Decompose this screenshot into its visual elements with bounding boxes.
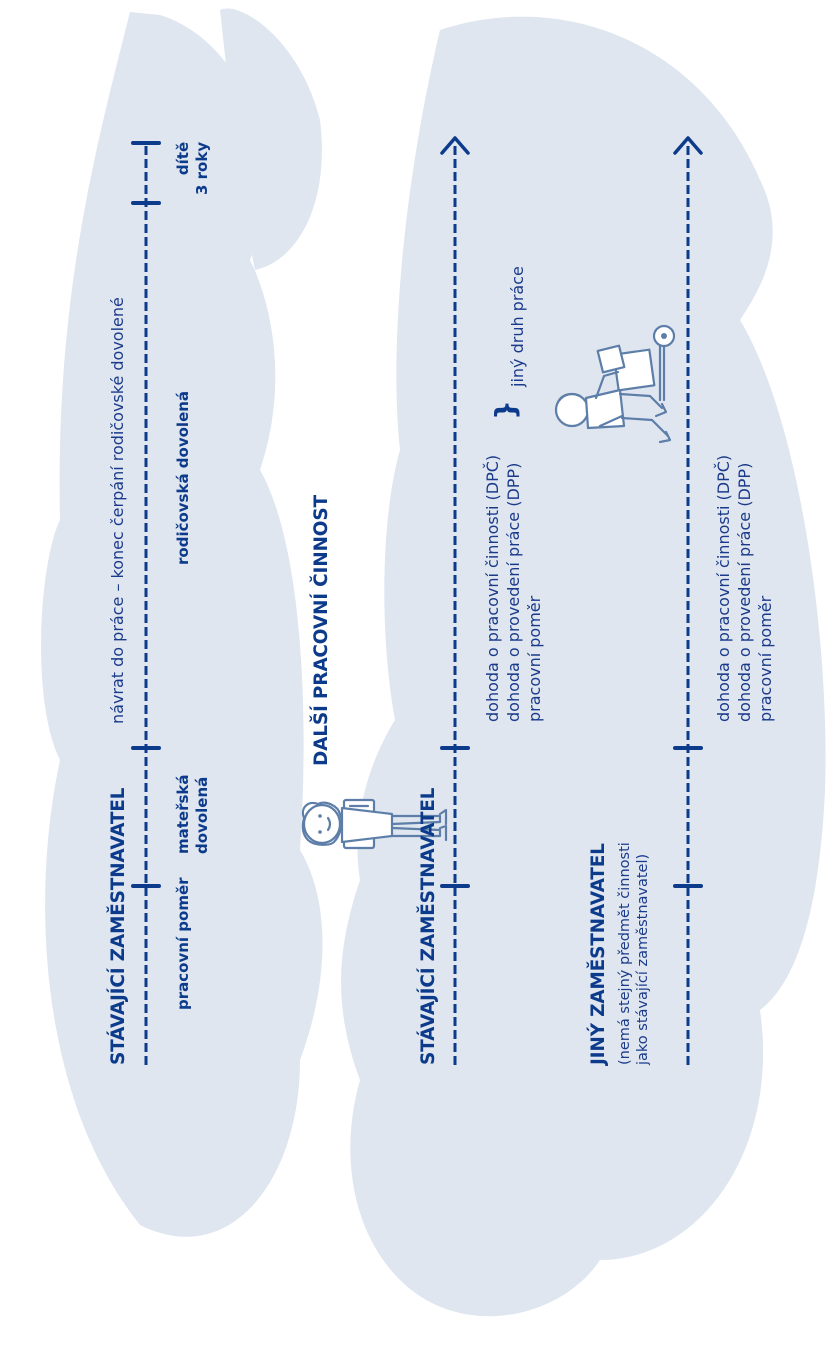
hand-truck-person-feet: [654, 402, 672, 444]
hand-truck-person-hair: [556, 392, 582, 404]
reading-person-hair: [301, 801, 343, 846]
reading-person-head: [302, 803, 342, 845]
section-title: DALŠÍ PRACOVNÍ ČINNOST: [311, 495, 332, 766]
other-option-dpc: dohoda o pracovní činnosti (DPČ): [714, 454, 733, 722]
other-employer-options: dohoda o pracovní činnosti (DPČ) dohoda …: [713, 455, 776, 722]
other-option-employment: pracovní poměr: [756, 595, 775, 722]
current-option-dpc: dohoda o pracovní činnosti (DPČ): [483, 454, 502, 722]
reading-person-smile: [326, 816, 332, 832]
bottom-arrow-icon: [673, 136, 703, 155]
top-cloud: [41, 8, 323, 1237]
reading-person-eye-2: [318, 830, 322, 834]
top-maternity-label: mateřská dovolená: [174, 774, 212, 854]
reading-person-body: [340, 806, 394, 844]
other-employer-label: JINÝ ZAMĚSTNAVATEL: [588, 843, 609, 1065]
other-employer-sublabel: (nemá stejný předmět činnosti jako stáva…: [616, 842, 652, 1065]
other-employer-sublabel-line-2: jako stávající zaměstnavatel): [635, 853, 651, 1065]
top-cloud-right-lobe: [220, 8, 322, 271]
person-with-hand-truck-icon: [554, 324, 676, 444]
hand-truck-person-legs: [618, 392, 670, 438]
current-option-employment: pracovní poměr: [525, 595, 544, 722]
reading-person-eye-1: [318, 814, 322, 818]
reading-person-legs: [390, 814, 442, 838]
hand-truck-person-body: [584, 388, 626, 430]
top-parental-label: rodičovská dovolená: [174, 390, 192, 565]
top-return-label: návrat do práce – konec čerpání rodičovs…: [108, 297, 127, 724]
top-child-line-2: 3 roky: [193, 141, 211, 195]
hand-truck-box-small: [596, 344, 626, 374]
top-maternity-line-1: mateřská: [174, 774, 192, 854]
top-cloud-shape: [41, 12, 323, 1237]
middle-arrow-icon: [440, 136, 470, 155]
top-employment-label: pracovní poměr: [174, 877, 192, 1010]
current-option-dpp: dohoda o provedení práce (DPP): [504, 462, 523, 722]
other-option-dpp: dohoda o provedení práce (DPP): [735, 462, 754, 722]
current-employer-brace: }: [489, 400, 522, 420]
current-employer-label: STÁVAJÍCÍ ZAMĚSTNAVATEL: [418, 787, 439, 1065]
top-child-line-1: dítě: [174, 141, 192, 176]
top-employer-label: STÁVAJÍCÍ ZAMĚSTNAVATEL: [108, 787, 129, 1065]
top-child-label: dítě 3 roky: [174, 142, 212, 195]
bottom-cloud: [341, 16, 826, 1317]
hand-truck-person-arms: [594, 370, 624, 428]
hand-truck-wheel-hub: [661, 333, 667, 339]
reading-person-icon: [301, 798, 448, 850]
reading-person-feet: [438, 808, 448, 842]
other-employer-sublabel-line-1: (nemá stejný předmět činnosti: [617, 842, 633, 1065]
top-maternity-line-2: dovolená: [193, 776, 211, 854]
current-employer-options: dohoda o pracovní činnosti (DPČ) dohoda …: [482, 455, 545, 722]
bottom-timeline-ticks: [673, 746, 703, 888]
top-timeline-ticks: [131, 141, 161, 888]
middle-timeline-ticks: [440, 746, 470, 888]
current-employer-note: jiný druh práce: [508, 266, 527, 387]
bottom-cloud-shape: [341, 16, 826, 1317]
